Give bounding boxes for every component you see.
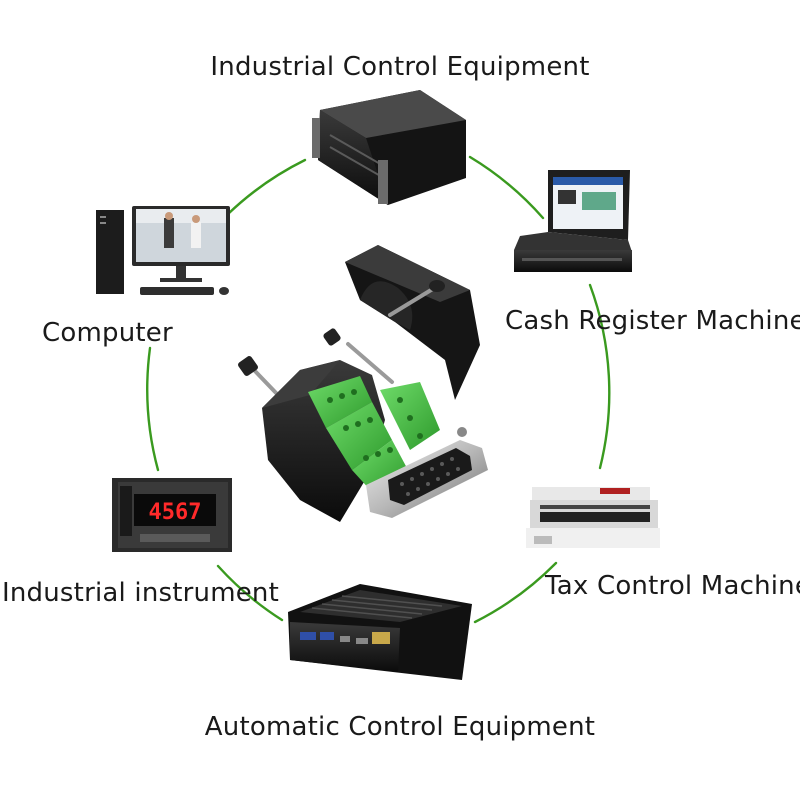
ring-segment: [588, 283, 611, 470]
label-industrial-instrument: Industrial instrument: [2, 578, 280, 608]
ring-segment: [226, 158, 307, 216]
dot-matrix-printer-icon: [526, 487, 660, 548]
fanless-pc-icon: [288, 584, 472, 680]
connection-ring: [146, 155, 611, 624]
label-cash-register-machine: Cash Register Machine: [505, 306, 800, 336]
pos-terminal-icon: [514, 170, 632, 272]
server-rack-icon: [312, 90, 466, 205]
digital-meter-icon: 4567: [112, 478, 232, 552]
label-tax-control-machine: Tax Control Machine: [545, 571, 800, 601]
label-computer: Computer: [42, 318, 173, 348]
ring-segment: [468, 155, 545, 220]
db25-terminal-breakout-connector-icon: [238, 245, 488, 522]
label-industrial-control-equipment: Industrial Control Equipment: [210, 52, 590, 82]
ring-segment: [146, 346, 160, 472]
meter-display: 4567: [149, 500, 202, 525]
ring-segment: [473, 561, 558, 624]
ring-segment: [216, 564, 284, 622]
desktop-computer-icon: [96, 206, 230, 295]
label-automatic-control-equipment: Automatic Control Equipment: [204, 712, 596, 742]
